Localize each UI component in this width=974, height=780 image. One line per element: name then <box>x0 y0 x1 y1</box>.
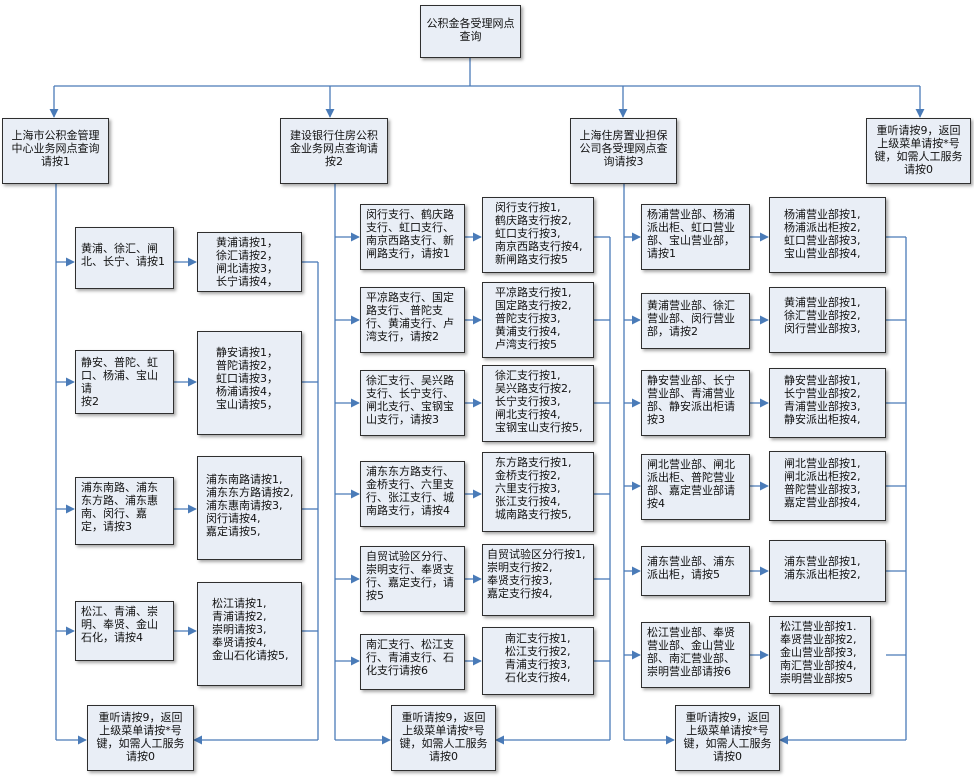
b1-menu-2: 静安、普陀、虹 口、杨浦、宝山请 按2 <box>75 350 174 414</box>
b2-footer: 重听请按9，返回 上级菜单请按*号 键，如需人工服务 请按0 <box>391 705 496 771</box>
b3-options-1: 杨浦营业部按1, 杨浦派出柜按2, 虹口营业部按3, 宝山营业部按4, <box>769 197 886 273</box>
b3-options-2: 黄浦营业部按1, 徐汇营业部按2, 闵行营业部按3, <box>769 287 886 353</box>
b3-menu-6: 松江营业部、奉贤 营业部、金山营业 部、南汇营业部、 崇明营业部请按6 <box>641 622 750 688</box>
b3-options-3: 静安营业部按1, 长宁营业部按2, 青浦营业部按3, 静安派出柜按4, <box>769 368 886 438</box>
b1-menu-3: 浦东南路、浦东 东方路、浦东惠 南、闵行、嘉 定，请按3 <box>75 477 174 545</box>
b2-menu-2: 平凉路支行、国定 路支行、普陀支 行、黄浦支行、卢 湾支行，请按2 <box>360 287 465 353</box>
b1-options-2: 静安请按1， 普陀请按2， 虹口请按3， 杨浦请按4， 宝山请按5， <box>197 331 302 435</box>
branch-2-node: 建设银行住房公积 金业务网点查询请 按2 <box>280 118 388 184</box>
b3-options-6: 松江营业部按1. 奉贤营业部按2, 金山营业部按3, 南汇营业部按4, 崇明营业… <box>769 616 871 694</box>
b2-menu-5: 自贸试验区分行、 崇明支行、奉贤支 行、嘉定支行，请 按5 <box>360 546 465 612</box>
b2-menu-1: 闵行支行、鹤庆路 支行、虹口支行、 南京西路支行、新 闸路支行，请按1 <box>360 204 465 270</box>
b3-menu-2: 黄浦营业部、徐汇 营业部、闵行营业 部，请按2 <box>641 293 750 349</box>
b2-options-3: 徐汇支行按1, 吴兴路支行按2, 长宁支行按3, 闸北支行按4, 宝钢宝山支行按… <box>482 365 594 442</box>
branch-3-node: 上海住房置业担保 公司各受理网点查 询请按3 <box>570 118 677 184</box>
b3-options-4: 闸北营业部按1, 闸北派出柜按2, 普陀营业部按3, 嘉定营业部按4, <box>769 451 886 521</box>
b3-menu-3: 静安营业部、长宁 营业部、青浦营业 部、静安派出柜请 按3 <box>641 370 750 436</box>
b3-menu-1: 杨浦营业部、杨浦 派出柜、虹口营业 部、宝山营业部， 请按1 <box>641 204 750 270</box>
b2-options-2: 平凉路支行按1, 国定路支行按2, 普陀支行按3, 黄浦支行按4, 卢湾支行按5 <box>482 282 594 358</box>
b3-options-5: 浦东营业部按1, 浦东派出柜按2, <box>769 540 886 602</box>
b2-options-5: 自贸试验区分行按1, 崇明支行按2, 奉贤支行按3, 嘉定支行按4, <box>482 544 594 616</box>
b1-footer: 重听请按9，返回 上级菜单请按*号 键，如需人工服务 请按0 <box>87 705 194 771</box>
branch-1-node: 上海市公积金管理 中心业务网点查询 请按1 <box>2 118 109 184</box>
b2-menu-4: 浦东东方路支行、 金桥支行、六里支 行、张江支行、城 南路支行，请按4 <box>360 461 465 527</box>
b3-footer: 重听请按9，返回 上级菜单请按*号 键，如需人工服务 请按0 <box>675 705 780 771</box>
b1-menu-4: 松江、青浦、崇 明、奉贤、金山 石化，请按4 <box>75 601 174 661</box>
b1-menu-1: 黄浦、徐汇、闸 北、长宁、请按1 <box>75 227 174 289</box>
b3-menu-5: 浦东营业部、浦东 派出柜，请按5 <box>641 546 750 596</box>
b3-menu-4: 闸北营业部、闸北 派出柜、普陀营业 部、嘉定营业部请 按4 <box>641 454 750 520</box>
b2-options-4: 东方路支行按1, 金桥支行按2, 六里支行按3, 张江支行按4, 城南路支行按5… <box>482 452 594 532</box>
b2-options-1: 闵行支行按1, 鹤庆路支行按2, 虹口支行按3, 南京西路支行按4, 新闸路支行… <box>482 197 594 273</box>
b2-menu-6: 南汇支行、松江支 行、青浦支行、石 化支行请按6 <box>360 634 465 690</box>
b2-menu-3: 徐汇支行、吴兴路 支行、长宁支行、 闸北支行、宝钢宝 山支行，请按3 <box>360 370 465 436</box>
b1-options-3: 浦东南路请按1, 浦东东方路请按2, 浦东惠南请按3, 闵行请按4, 嘉定请按5… <box>197 456 302 560</box>
root-node: 公积金各受理网点 查询 <box>420 5 521 58</box>
b1-options-4: 松江请按1, 青浦请按2, 崇明请按3, 奉贤请按4, 金山石化请按5, <box>197 582 302 686</box>
branch-4-node: 重听请按9，返回 上级菜单请按*号 键，如需人工服务 请按0 <box>866 118 971 184</box>
b2-options-6: 南汇支行按1, 松江支行按2, 青浦支行按3, 石化支行按4, <box>482 627 594 695</box>
b1-options-1: 黄浦请按1， 徐汇请按2， 闸北请按3， 长宁请按4， <box>197 232 302 292</box>
